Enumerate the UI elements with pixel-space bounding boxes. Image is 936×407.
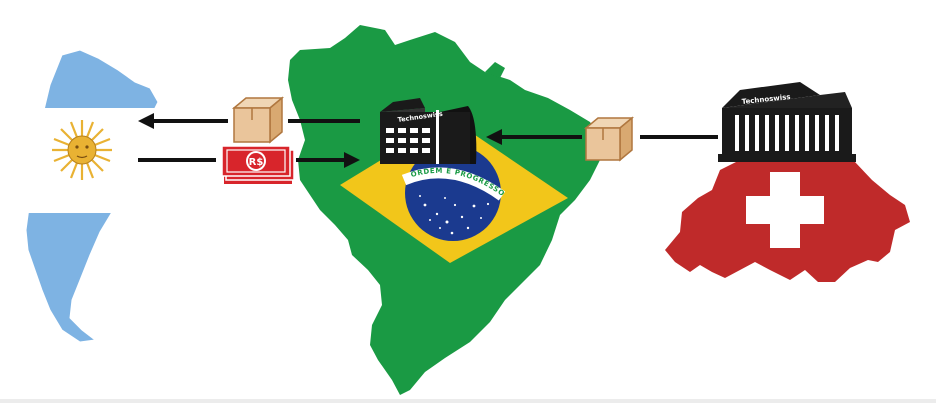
argentina-map-icon <box>25 49 159 343</box>
swiss-cross-icon <box>746 172 824 248</box>
sun-of-may-icon <box>52 120 112 180</box>
brazil-map-icon: ORDEM E PROGRESSO <box>288 25 602 395</box>
brazil-building-icon: Technoswiss <box>380 98 477 164</box>
bottom-divider <box>0 399 936 403</box>
swiss-building-icon: Technoswiss <box>718 82 856 162</box>
package-box-icon <box>231 96 285 144</box>
switzerland-map-icon <box>665 157 910 282</box>
banknote-icon: R$ <box>221 145 295 184</box>
arrow-brazil-to-argentina <box>138 113 360 129</box>
arrow-argentina-to-brazil <box>138 152 360 168</box>
arrow-switzerland-to-brazil <box>486 129 718 145</box>
currency-symbol: R$ <box>249 157 264 168</box>
star-field <box>419 195 490 235</box>
package-box-icon <box>583 116 635 162</box>
